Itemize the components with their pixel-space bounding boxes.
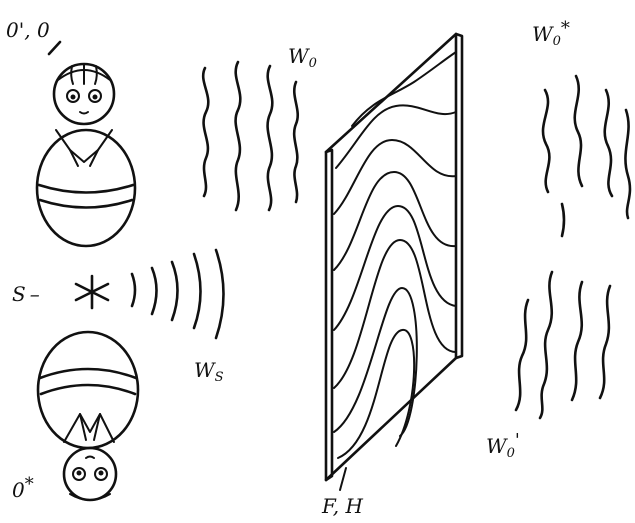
doll-belt-bottom [40, 200, 132, 208]
conjugate-wave-base: W [532, 22, 553, 46]
inverted-right-pupil [99, 471, 104, 476]
conjugate-wavefronts [543, 76, 630, 236]
interference-fringes [334, 52, 456, 458]
inverted-belt-bottom [41, 385, 135, 394]
conjugate-wave-label: W0* [532, 20, 570, 48]
source-wave-label: WS [194, 360, 223, 384]
object-wave-base: W [288, 44, 309, 68]
doll-hair-strands [71, 64, 97, 84]
reconstructed-wave-base: W [486, 434, 507, 458]
source-label: S– [12, 284, 40, 304]
inverted-belt-top [40, 369, 136, 378]
source-label-dash: – [26, 282, 40, 306]
reconstructed-wavefronts [516, 272, 610, 418]
hologram-label-text: F, H [322, 494, 363, 518]
conjugate-wave-sup: * [561, 18, 570, 39]
object-wave-sub: 0 [309, 56, 317, 71]
source-star-icon [76, 276, 108, 308]
conjugate-wave-sub: 0 [553, 34, 561, 49]
hologram-plate [326, 34, 462, 490]
real-image-base: 0 [12, 478, 25, 502]
object-pointer-line [49, 42, 60, 54]
reconstructed-wave-label: W0' [486, 432, 520, 460]
source-wave-sub: S [215, 370, 224, 385]
doll-mouth [80, 112, 88, 114]
real-image-sup: * [25, 474, 34, 495]
plate-face [326, 34, 456, 480]
source-wave-base: W [194, 358, 215, 382]
source-label-text: S [12, 282, 26, 306]
inverted-mouth [86, 457, 94, 459]
hologram-label: F, H [322, 496, 363, 516]
reconstructed-wave-sub: 0 [507, 446, 515, 461]
object-wavefronts [203, 62, 298, 210]
object-wave-label: W0 [288, 46, 317, 70]
source-wavefronts [132, 250, 224, 338]
inverted-collar [64, 414, 114, 442]
doll-left-pupil [71, 95, 76, 100]
object-label: 0', 0 [6, 20, 50, 40]
upright-doll [37, 42, 135, 246]
reconstructed-wave-sup: ' [515, 430, 520, 451]
inverted-doll [38, 332, 138, 500]
object-label-text: 0', 0 [6, 18, 50, 42]
doll-right-pupil [93, 95, 98, 100]
doll-belt-top [39, 185, 133, 193]
real-image-label: 0* [12, 476, 34, 500]
inverted-left-pupil [77, 471, 82, 476]
plate-pointer-line [340, 468, 346, 490]
